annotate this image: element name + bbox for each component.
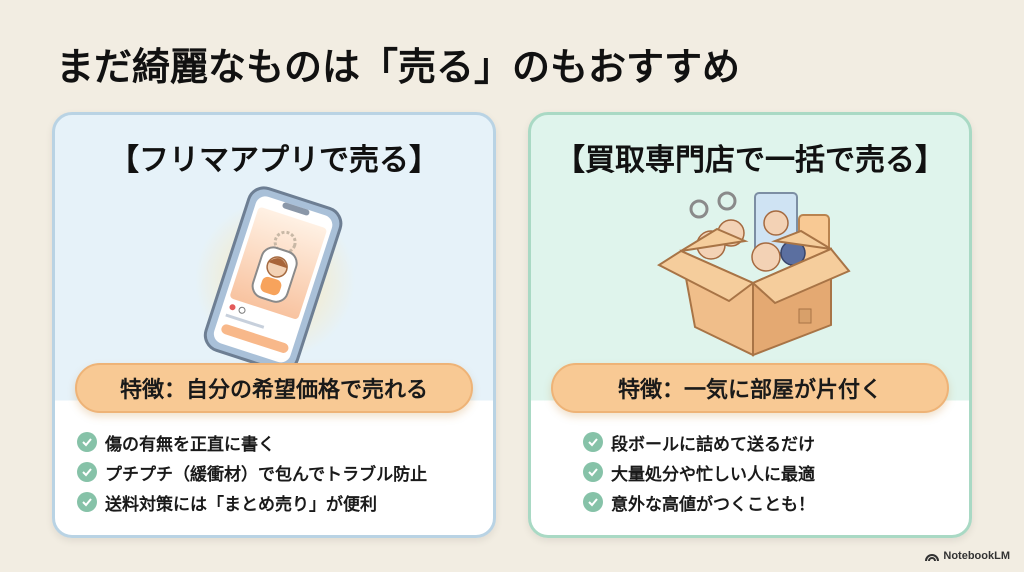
card-title: 【買取専門店で一括で売る】 [555,143,945,178]
check-circle-icon [583,462,603,482]
tips-list: 傷の有無を正直に書く プチプチ（緩衝材）で包んでトラブル防止 送料対策には「まと… [77,427,427,517]
check-circle-icon [583,432,603,452]
check-circle-icon [77,462,97,482]
card-buyback-shop: 【買取専門店で一括で売る】 特徴：一気に部屋が片付く 段ボールに詰めて送るだけ [528,112,972,538]
feature-pill: 特徴：自分の希望価格で売れる [75,363,473,413]
cardboard-box-illustration [531,185,969,365]
list-item: プチプチ（緩衝材）で包んでトラブル防止 [77,457,427,487]
notebooklm-logo-icon [925,554,940,561]
list-item: 送料対策には「まとめ売り」が便利 [77,487,427,517]
check-circle-icon [77,492,97,512]
card-flea-market-app: 【フリマアプリで売る】 [52,112,496,538]
feature-pill: 特徴：一気に部屋が片付く [551,363,949,413]
brand-watermark: NotebookLM [925,550,1010,562]
smartphone-illustration [55,185,493,373]
check-circle-icon [583,492,603,512]
list-item: 段ボールに詰めて送るだけ [583,427,815,457]
list-item: 意外な高値がつくことも！ [583,487,815,517]
tips-list: 段ボールに詰めて送るだけ 大量処分や忙しい人に最適 意外な高値がつくことも！ [583,427,815,517]
list-item: 大量処分や忙しい人に最適 [583,457,815,487]
list-item: 傷の有無を正直に書く [77,427,427,457]
check-circle-icon [77,432,97,452]
page-title: まだ綺麗なものは「売る」のもおすすめ [56,45,741,89]
card-title: 【フリマアプリで売る】 [109,143,439,178]
